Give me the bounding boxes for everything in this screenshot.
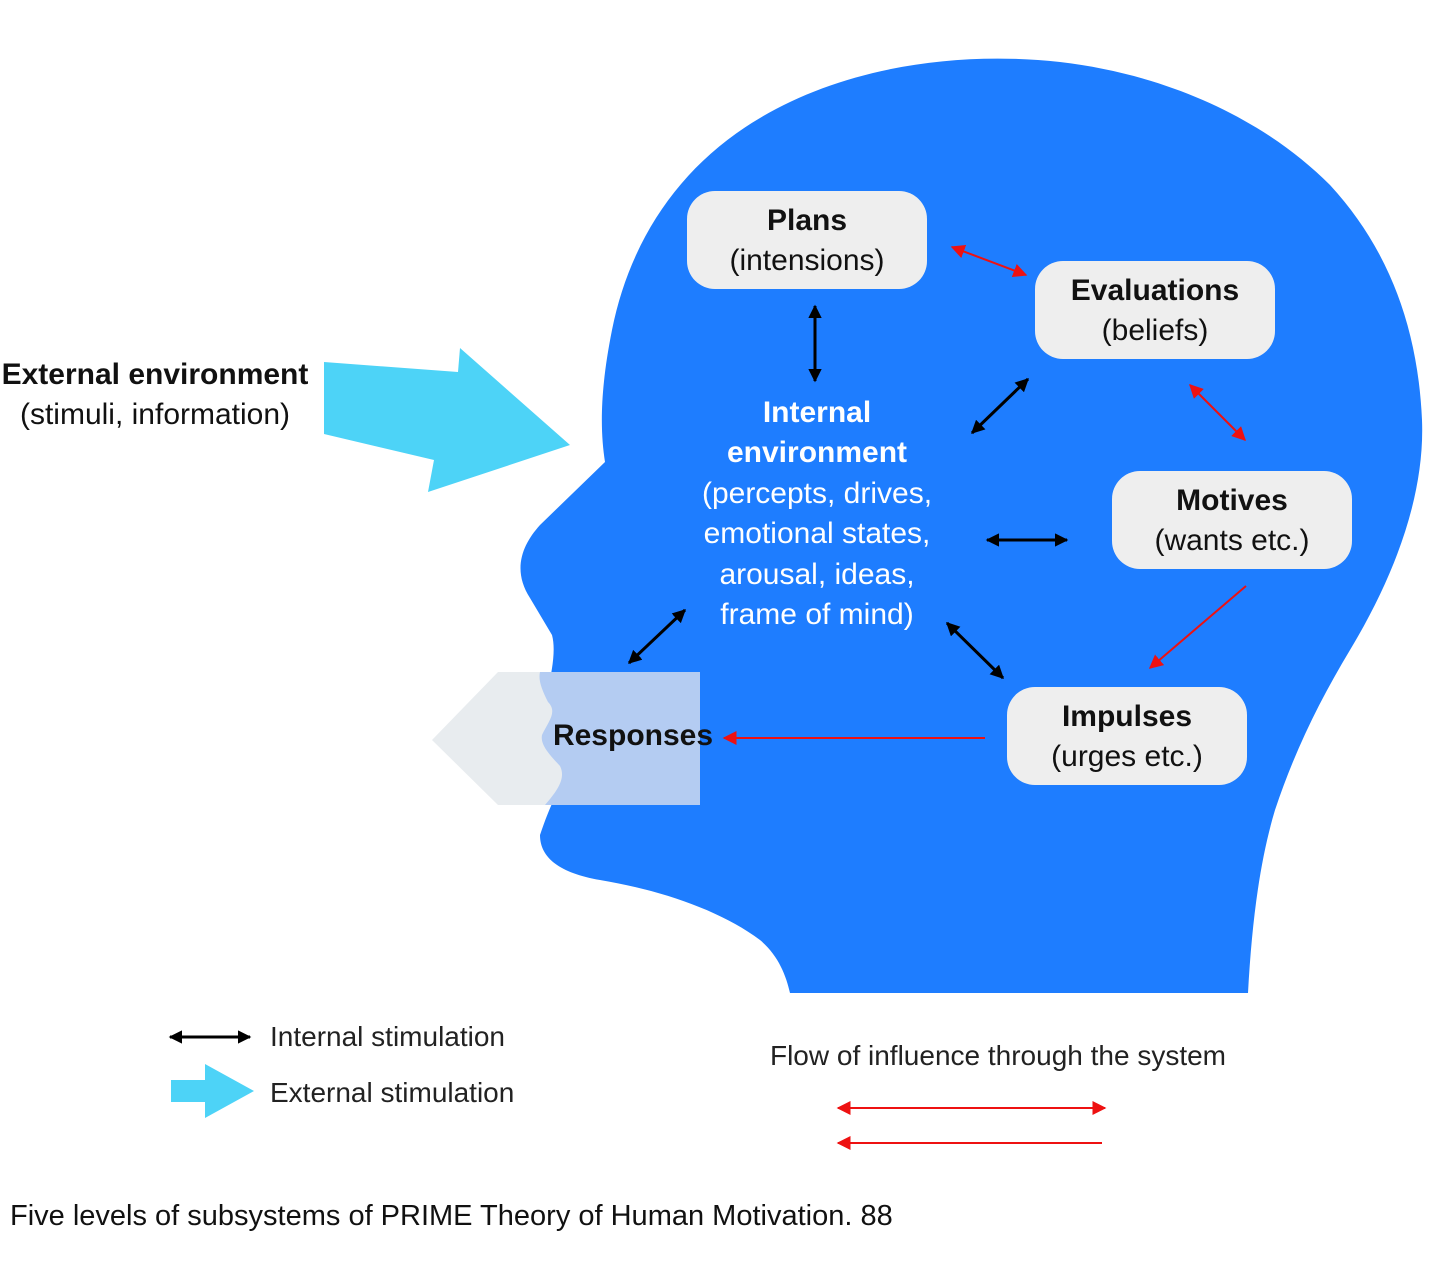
motives-subtitle: (wants etc.) xyxy=(1154,524,1309,557)
impulses-title: Impulses xyxy=(1062,700,1192,733)
arrow-evaluations-internal xyxy=(970,377,1030,435)
internal-environment-title-2: environment xyxy=(727,436,907,469)
internal-environment-title-1: Internal xyxy=(763,396,871,429)
plans-subtitle: (intensions) xyxy=(729,244,884,277)
internal-environment-line-6: frame of mind) xyxy=(720,598,913,631)
plans-title: Plans xyxy=(767,204,847,237)
evaluations-subtitle: (beliefs) xyxy=(1102,314,1209,347)
red-arrow-motives-impulses xyxy=(1148,585,1247,669)
red-arrow-evaluations-motives xyxy=(1189,384,1246,441)
legend-flow-label: Flow of influence through the system xyxy=(770,1040,1226,1071)
external-environment-title: External environment xyxy=(2,358,309,391)
internal-environment: Internal environment (percepts, drives, … xyxy=(702,396,932,631)
external-stimulation-arrow xyxy=(324,348,570,492)
internal-environment-line-3: (percepts, drives, xyxy=(702,477,932,510)
motives-title: Motives xyxy=(1176,484,1288,517)
responses-label: Responses xyxy=(553,719,713,752)
red-arrow-plans-evaluations xyxy=(950,244,1028,278)
evaluations-title: Evaluations xyxy=(1071,274,1239,307)
legend-external-label: External stimulation xyxy=(270,1077,514,1108)
legend-external-arrow xyxy=(171,1064,254,1118)
arrow-impulses-internal xyxy=(945,621,1005,680)
legend: Internal stimulation External stimulatio… xyxy=(168,1021,1226,1150)
internal-environment-line-4: emotional states, xyxy=(704,517,931,550)
figure-caption: Five levels of subsystems of PRIME Theor… xyxy=(10,1200,893,1232)
external-environment-subtitle: (stimuli, information) xyxy=(20,398,290,431)
internal-environment-line-5: arousal, ideas, xyxy=(719,558,914,591)
motives-box: Motives (wants etc.) xyxy=(1112,471,1352,569)
plans-box: Plans (intensions) xyxy=(687,191,927,289)
impulses-subtitle: (urges etc.) xyxy=(1051,740,1203,773)
impulses-box: Impulses (urges etc.) xyxy=(1007,687,1247,785)
responses-panel xyxy=(539,672,700,805)
evaluations-box: Evaluations (beliefs) xyxy=(1035,261,1275,359)
legend-internal-label: Internal stimulation xyxy=(270,1021,505,1052)
arrow-responses-internal xyxy=(627,608,687,665)
prime-theory-diagram: Responses External environment (stimuli,… xyxy=(2,58,1423,1150)
